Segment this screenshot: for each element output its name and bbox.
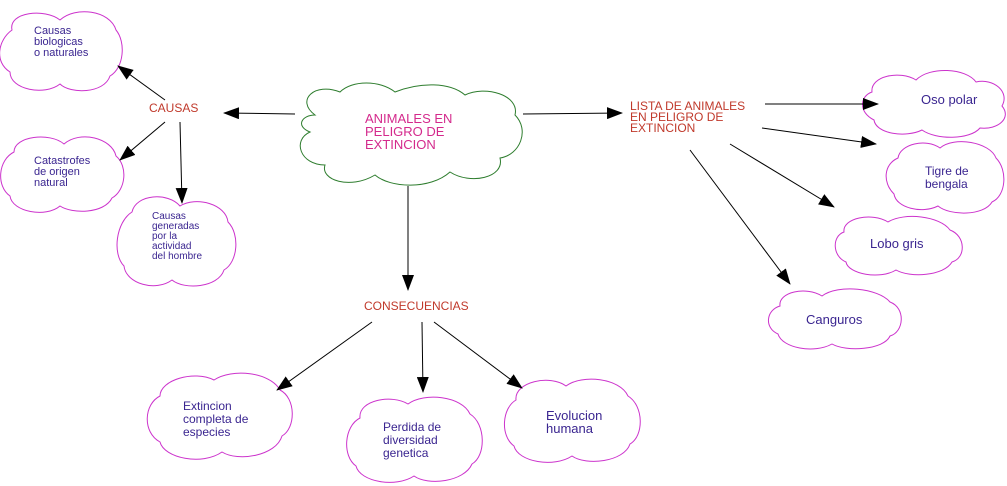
lobo-gris-text: Lobo gris xyxy=(870,236,924,251)
arrow-causas-to-biologicas xyxy=(117,65,166,101)
arrow-consec-to-evolucion xyxy=(433,321,523,389)
catastrofes-text: Catastrofes de origen natural xyxy=(34,155,91,189)
tigre-de-bengala-text: Tigre de bengala xyxy=(925,164,969,191)
cloud-extincion xyxy=(146,372,293,460)
canguros-text: Canguros xyxy=(806,312,863,327)
cloud-causas-generadas xyxy=(116,196,237,287)
arrow-consec-to-extincion xyxy=(276,321,373,391)
cloud-oso-polar xyxy=(862,69,1006,138)
arrow-causas-to-generadas xyxy=(175,121,188,204)
center-node-label: ANIMALES EN PELIGRO DE EXTINCION xyxy=(365,111,453,152)
arrow-lista-to-lobo xyxy=(729,143,835,208)
cloud-catastrofes xyxy=(0,136,125,213)
causas-heading: CAUSAS xyxy=(149,101,199,115)
causas-biologicas-text: Causas biologicas o naturales xyxy=(34,25,89,59)
cloud-causas-biologicas xyxy=(0,11,123,92)
consecuencias-heading: CONSECUENCIAS xyxy=(364,299,469,313)
causas-generadas-text: Causas generadas por la actividad del ho… xyxy=(152,211,203,262)
cloud-canguros xyxy=(768,288,902,350)
extincion-text: Extincion completa de especies xyxy=(183,399,249,439)
cloud-lobo-gris xyxy=(834,216,963,276)
evolucion-text: Evolucion humana xyxy=(546,408,603,436)
cloud-perdida xyxy=(346,396,483,483)
arrow-lista-to-tigre xyxy=(761,127,877,148)
perdida-text: Perdida de diversidad genetica xyxy=(383,420,442,460)
oso-polar-text: Oso polar xyxy=(921,92,978,107)
arrow-center-to-lista xyxy=(522,107,623,120)
cloud-evolucion xyxy=(504,378,641,463)
arrow-lista-to-canguros xyxy=(689,149,791,285)
arrow-consec-to-perdida xyxy=(416,321,429,393)
arrow-center-to-causas xyxy=(223,107,296,120)
arrow-causas-to-catastrofes xyxy=(119,121,166,161)
cloud-tigre-de-bengala xyxy=(885,141,1005,214)
center-cloud-shape xyxy=(299,82,523,186)
lista-heading: LISTA DE ANIMALES EN PELIGRO DE EXTINCIO… xyxy=(630,99,746,135)
